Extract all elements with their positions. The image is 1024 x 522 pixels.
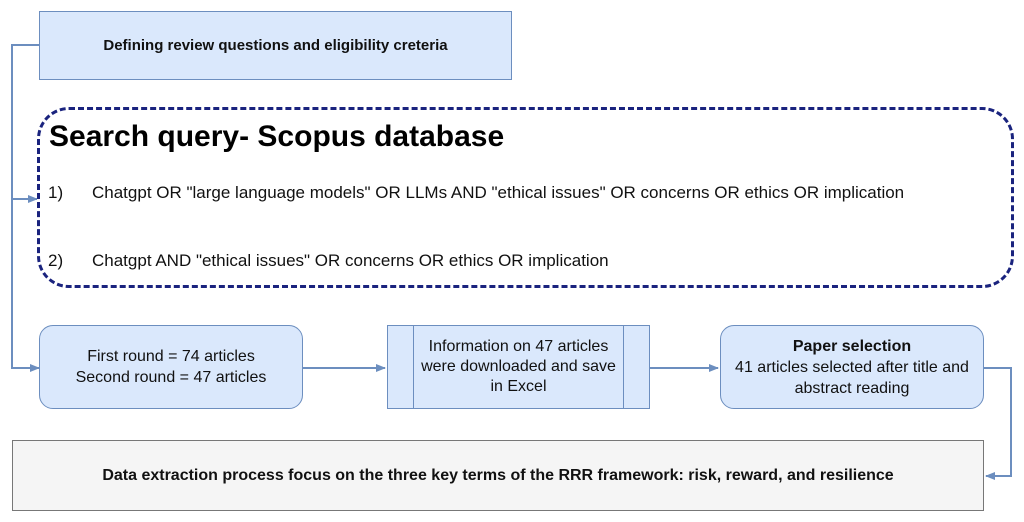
define-review-box: Defining review questions and eligibilit… bbox=[39, 11, 512, 80]
excel-download-inner: Information on 47 articles were download… bbox=[413, 326, 624, 408]
search-query-item: 2) Chatgpt AND "ethical issues" OR concer… bbox=[48, 250, 988, 271]
data-extraction-label: Data extraction process focus on the thr… bbox=[102, 466, 894, 484]
paper-selection-label: 41 articles selected after title and abs… bbox=[735, 358, 969, 397]
connector-selection-to-extract bbox=[984, 367, 1012, 480]
search-query-item: 1) Chatgpt OR "large language models" OR … bbox=[48, 182, 988, 203]
query-number: 2) bbox=[48, 251, 64, 270]
search-rounds-box: First round = 74 articles Second round =… bbox=[39, 325, 303, 409]
query-text: Chatgpt AND "ethical issues" OR concerns… bbox=[92, 251, 609, 270]
search-query-box: Search query- Scopus database 1) Chatgpt … bbox=[37, 107, 1014, 288]
query-number: 1) bbox=[48, 183, 64, 202]
data-extraction-box: Data extraction process focus on the thr… bbox=[12, 440, 984, 511]
define-review-label: Defining review questions and eligibilit… bbox=[103, 37, 448, 54]
paper-selection-title: Paper selection bbox=[792, 337, 912, 355]
search-query-title: Search query- Scopus database bbox=[49, 120, 505, 153]
first-round-label: First round = 74 articles bbox=[87, 348, 255, 365]
connector-define-to-rounds bbox=[11, 199, 40, 372]
excel-download-box: Information on 47 articles were download… bbox=[387, 325, 650, 409]
second-round-label: Second round = 47 articles bbox=[75, 369, 267, 386]
paper-selection-box: Paper selection 41 articles selected aft… bbox=[720, 325, 984, 409]
connector-define-to-search bbox=[11, 44, 39, 203]
excel-download-label: Information on 47 articles were download… bbox=[421, 338, 616, 395]
query-text: Chatgpt OR "large language models" OR LL… bbox=[92, 183, 905, 202]
